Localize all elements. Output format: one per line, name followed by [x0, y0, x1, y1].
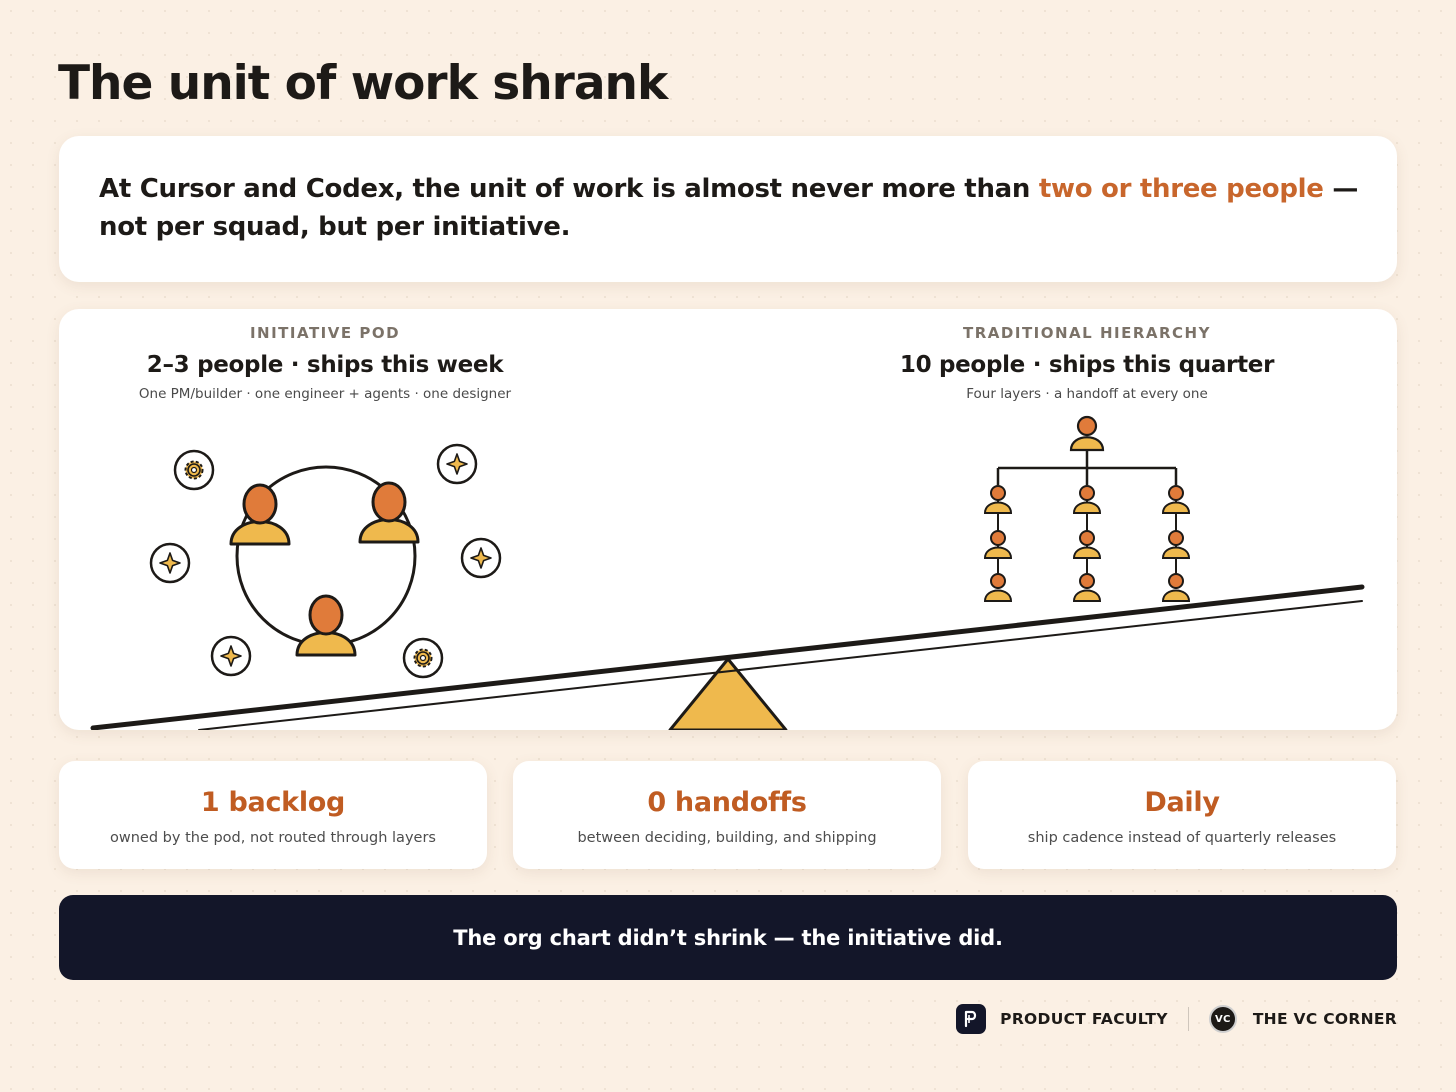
page-title: The unit of work shrank — [58, 56, 668, 111]
hierarchy-person-icon — [1162, 530, 1190, 559]
brand-vc-corner-label: THE VC CORNER — [1252, 1010, 1397, 1028]
initiative-pod-header: INITIATIVE POD 2–3 people · ships this w… — [125, 324, 525, 402]
initiative-pod-illustration — [149, 443, 502, 679]
pod-person-icon — [229, 483, 291, 546]
seesaw-scene — [90, 415, 1365, 730]
hierarchy-person-icon — [1162, 485, 1190, 514]
quote-text-before: At Cursor and Codex, the unit of work is… — [99, 174, 1039, 204]
hierarchy-headline: 10 people · ships this quarter — [899, 352, 1275, 378]
stat-value: 1 backlog — [200, 787, 346, 818]
product-faculty-logo-icon — [956, 1004, 987, 1034]
quote-text-after: — not per squad, but per initiative. — [99, 174, 1359, 242]
seesaw-plank — [90, 584, 1365, 730]
manager-person-icon — [1069, 415, 1105, 452]
brand-product-faculty[interactable]: PRODUCT FACULTY — [956, 1004, 1168, 1034]
quote-highlight: two or three people — [1038, 174, 1324, 204]
initiative-pod-headline: 2–3 people · ships this week — [146, 352, 504, 378]
sparkle-icon — [149, 542, 191, 584]
gear-icon — [402, 637, 444, 679]
quote-text: At Cursor and Codex, the unit of work is… — [99, 170, 1359, 246]
sparkle-icon — [436, 443, 478, 485]
brand-product-faculty-label: PRODUCT FACULTY — [1000, 1010, 1168, 1028]
sparkle-icon — [460, 537, 502, 579]
footer-divider — [1187, 1007, 1189, 1031]
stat-value: 0 handoffs — [647, 787, 807, 818]
stat-card-cadence: Daily ship cadence instead of quarterly … — [968, 761, 1396, 869]
hierarchy-eyebrow: TRADITIONAL HIERARCHY — [963, 324, 1211, 342]
traditional-hierarchy-header: TRADITIONAL HIERARCHY 10 people · ships … — [887, 324, 1287, 402]
stat-value: Daily — [1144, 787, 1220, 818]
stat-description: ship cadence instead of quarterly releas… — [1027, 830, 1337, 846]
brand-vc-corner[interactable]: VC THE VC CORNER — [1208, 1005, 1397, 1033]
seesaw-plank-shadow — [198, 600, 1363, 730]
initiative-pod-eyebrow: INITIATIVE POD — [249, 324, 401, 342]
conclusion-text: The org chart didn’t shrink — the initia… — [453, 925, 1003, 950]
hierarchy-person-icon — [1073, 485, 1101, 514]
hierarchy-subtitle: Four layers · a handoff at every one — [966, 386, 1208, 402]
stat-description: owned by the pod, not routed through lay… — [110, 830, 436, 846]
hierarchy-person-icon — [1073, 573, 1101, 602]
seesaw-illustration-card: INITIATIVE POD 2–3 people · ships this w… — [59, 309, 1397, 730]
hierarchy-person-icon — [984, 530, 1012, 559]
sparkle-icon — [210, 635, 252, 677]
stat-card-backlog: 1 backlog owned by the pod, not routed t… — [59, 761, 487, 869]
quote-card: At Cursor and Codex, the unit of work is… — [59, 136, 1397, 282]
hierarchy-illustration — [984, 415, 1190, 602]
seesaw — [90, 584, 1365, 730]
pod-person-icon — [295, 594, 357, 657]
stat-description: between deciding, building, and shipping — [577, 830, 877, 846]
hierarchy-person-icon — [1073, 530, 1101, 559]
hierarchy-person-icon — [1162, 573, 1190, 602]
hierarchy-person-icon — [984, 485, 1012, 514]
stat-card-handoffs: 0 handoffs between deciding, building, a… — [513, 761, 941, 869]
hierarchy-person-icon — [984, 573, 1012, 602]
gear-icon — [173, 449, 215, 491]
initiative-pod-subtitle: One PM/builder · one engineer + agents ·… — [138, 386, 512, 402]
seesaw-fulcrum — [668, 657, 788, 730]
conclusion-banner: The org chart didn’t shrink — the initia… — [59, 895, 1397, 980]
footer-brands: PRODUCT FACULTY VC THE VC CORNER — [956, 1003, 1397, 1035]
pod-person-icon — [358, 481, 420, 544]
vc-corner-logo-icon: VC — [1208, 1005, 1237, 1033]
